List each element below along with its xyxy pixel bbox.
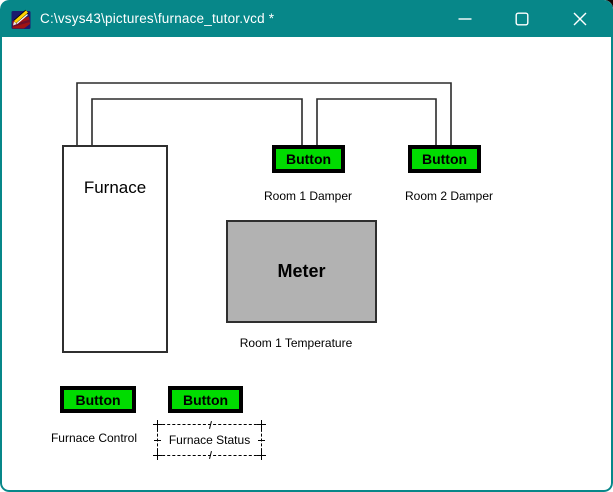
furnace-control-caption[interactable]: Furnace Control — [50, 431, 138, 445]
meter-shape[interactable]: Meter — [226, 220, 377, 323]
furnace-status-selection-marquee[interactable]: Furnace Status — [153, 420, 266, 460]
maximize-icon — [515, 12, 529, 26]
room1-damper-caption[interactable]: Room 1 Damper — [263, 189, 353, 203]
furnace-shape[interactable]: Furnace — [62, 145, 168, 353]
room2-damper-caption[interactable]: Room 2 Damper — [404, 189, 494, 203]
meter-caption[interactable]: Room 1 Temperature — [239, 336, 353, 350]
furnace-control-button[interactable]: Button — [60, 386, 136, 413]
close-icon — [573, 12, 587, 25]
minimize-button[interactable] — [445, 0, 485, 37]
meter-label: Meter — [277, 261, 326, 281]
duct-lines — [76, 82, 452, 145]
vcd-app-icon[interactable] — [11, 8, 31, 30]
furnace-status-button-label: Button — [182, 391, 229, 408]
furnace-control-button-label: Button — [75, 391, 121, 408]
room2-damper-button[interactable]: Button — [408, 145, 481, 173]
furnace-status-button[interactable]: Button — [168, 386, 243, 413]
furnace-status-caption[interactable]: Furnace Status — [168, 433, 251, 447]
close-button[interactable] — [560, 0, 600, 37]
titlebar: C:\vsys43\pictures\furnace_tutor.vcd * — [0, 0, 613, 37]
minimize-icon — [458, 17, 472, 20]
window-title: C:\vsys43\pictures\furnace_tutor.vcd * — [40, 11, 275, 26]
maximize-button[interactable] — [502, 0, 542, 37]
furnace-label: Furnace — [83, 178, 147, 197]
room1-damper-button[interactable]: Button — [272, 145, 345, 173]
room2-damper-button-label: Button — [421, 151, 468, 167]
room1-damper-button-label: Button — [285, 151, 332, 167]
diagram-canvas[interactable]: Furnace Button Room 1 Damper Button Room… — [0, 37, 613, 492]
